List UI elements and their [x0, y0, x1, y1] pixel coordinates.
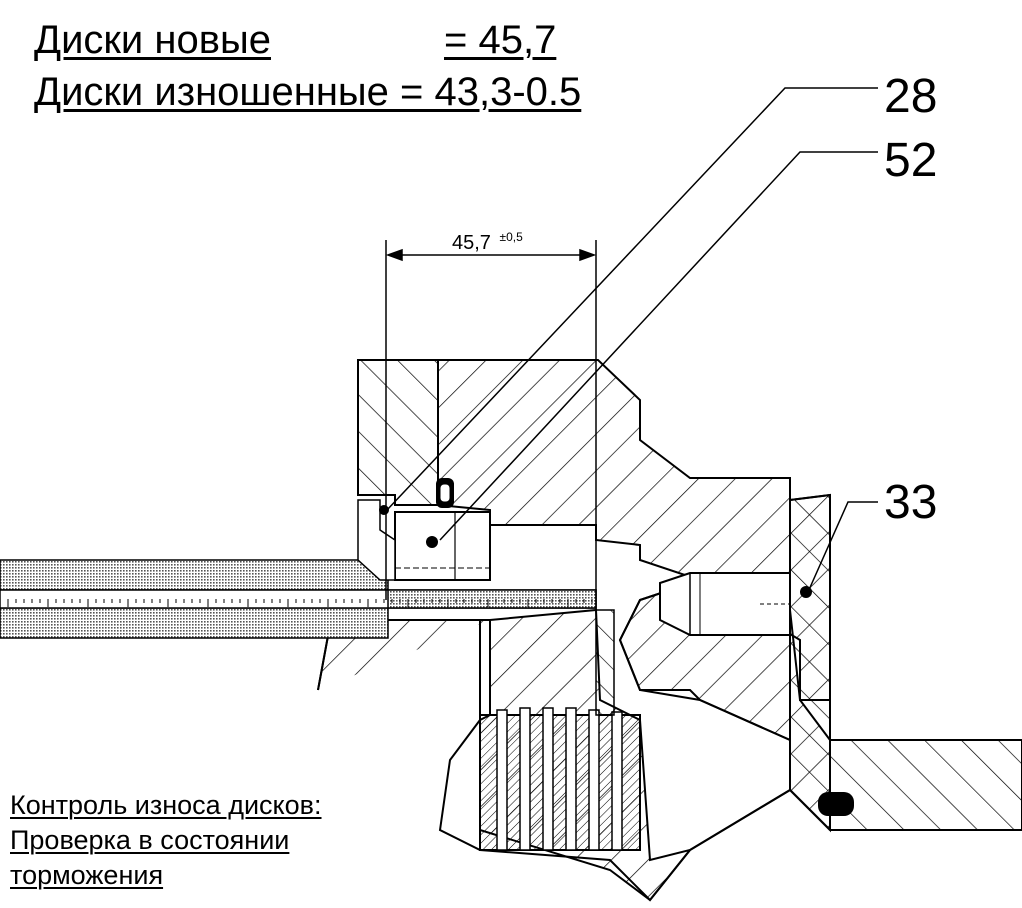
sleeve-52	[394, 511, 491, 581]
piston-ring	[595, 609, 615, 716]
dimension-lines	[385, 240, 597, 610]
dimension-value: 45,7 ±0,5	[452, 230, 523, 255]
header-line1-value: = 45,7	[444, 18, 557, 62]
housing-left-block	[357, 359, 439, 506]
screw-33	[659, 572, 791, 636]
note-line1: Контроль износа дисков:	[10, 790, 322, 820]
dimension-tolerance: ±0,5	[499, 230, 523, 244]
callout-52: 52	[884, 134, 938, 187]
measuring-gauge	[0, 559, 597, 639]
seal-lower	[818, 792, 854, 816]
header-line1-label: Диски новые	[34, 18, 271, 62]
header-line2: Диски изношенные = 43,3-0.5	[34, 70, 582, 114]
callout-28: 28	[884, 70, 938, 123]
disc-pack	[479, 707, 641, 851]
note-line2: Проверка в состоянии	[10, 825, 290, 855]
callout-33: 33	[884, 476, 938, 529]
dimension-number: 45,7	[452, 232, 491, 254]
note-line3: торможения	[10, 860, 164, 890]
leader-lines	[386, 87, 878, 593]
